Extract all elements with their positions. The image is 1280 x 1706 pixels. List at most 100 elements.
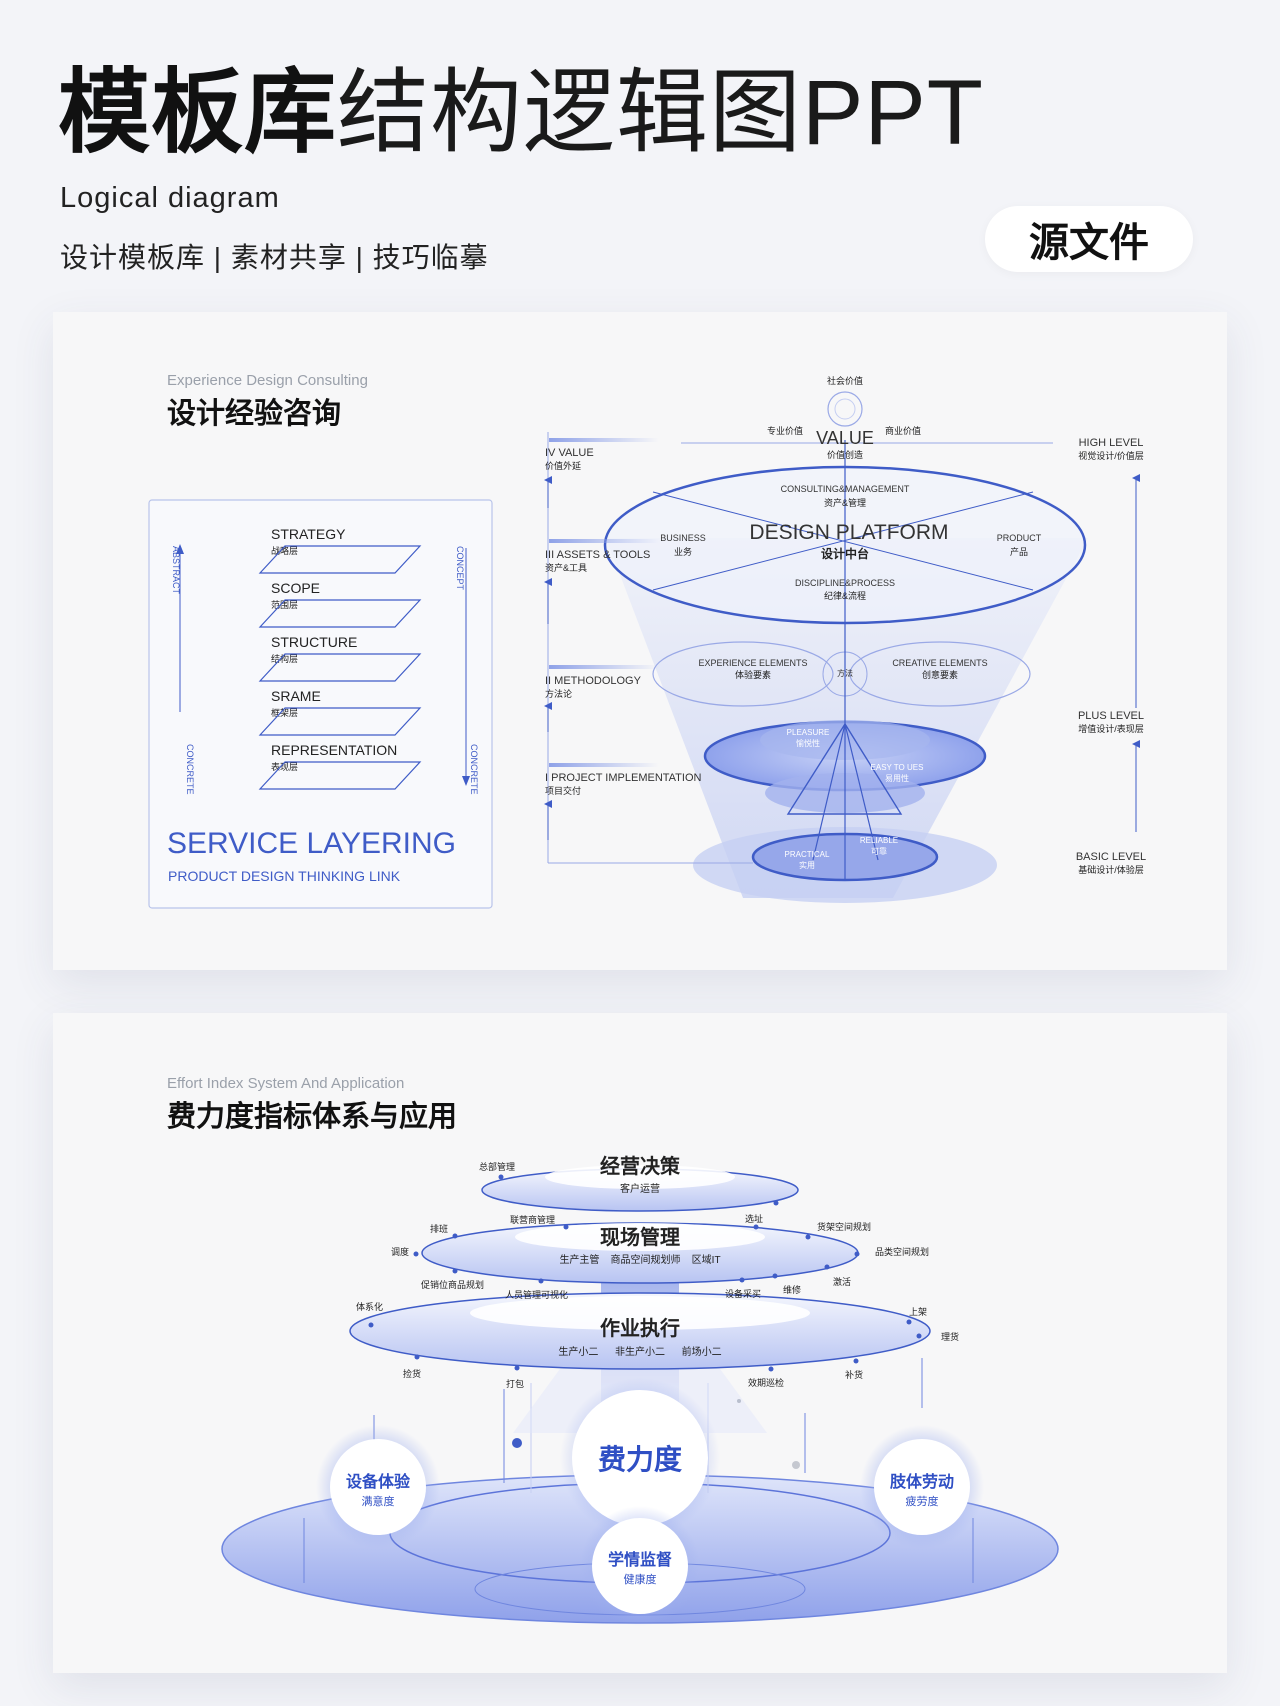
layer-representation-en: REPRESENTATION bbox=[271, 742, 397, 758]
creative-elements-en: CREATIVE ELEMENTS bbox=[892, 658, 987, 668]
layer-srame: SRAME 框架层 bbox=[258, 688, 422, 736]
t3-dot-7 bbox=[853, 1358, 859, 1364]
bubble-labor-subtitle: 疲劳度 bbox=[906, 1494, 939, 1508]
t2-dot-7 bbox=[452, 1268, 458, 1274]
t3-label-5: 打包 bbox=[506, 1378, 524, 1389]
level-i-bar bbox=[549, 763, 659, 767]
social-value-inner bbox=[834, 398, 856, 420]
pleasure-zh: 愉悦性 bbox=[796, 738, 820, 748]
bubble-device-title: 设备体验 bbox=[346, 1472, 411, 1491]
high-level-en: HIGH LEVEL bbox=[1079, 437, 1144, 449]
t1-dot-2 bbox=[773, 1200, 779, 1206]
tier-site-management: 现场管理 生产主管 商品空间规划师 区域IT 排班 联营商管理 选址 货架空间规… bbox=[391, 1213, 929, 1300]
professional-value-label: 专业价值 bbox=[767, 425, 803, 436]
plus-level-zh: 增值设计/表现层 bbox=[1078, 723, 1144, 734]
bubble-learning-subtitle: 健康度 bbox=[624, 1572, 657, 1586]
t2-dot-6 bbox=[854, 1251, 860, 1257]
axis-abstract: ABSTRACT bbox=[171, 546, 181, 595]
t2-label-6: 品类空间规划 bbox=[875, 1246, 929, 1257]
arrow-spread bbox=[513, 1313, 767, 1433]
service-layering-box: ABSTRACT CONCRETE CONCEPT CONCRETE STRAT… bbox=[148, 499, 493, 909]
t3-label-6: 效期巡检 bbox=[748, 1377, 784, 1388]
bubble-effort-circle bbox=[572, 1390, 708, 1526]
t2-label-9: 设备采买 bbox=[725, 1288, 761, 1299]
t3-label-4: 捡货 bbox=[403, 1368, 421, 1379]
easy-to-use-en: EASY TO UES bbox=[871, 763, 924, 772]
layer-structure: STRUCTURE 结构层 bbox=[258, 634, 422, 682]
layer-scope-en: SCOPE bbox=[271, 580, 320, 596]
t2-label-8: 人员管理可视化 bbox=[505, 1289, 568, 1300]
bubble-body-labor: 肢体劳动 疲劳度 bbox=[860, 1425, 984, 1549]
hero-title-bold: 模板库 bbox=[58, 62, 338, 164]
practical-en: PRACTICAL bbox=[785, 850, 830, 859]
tier-business-decision: 经营决策 客户运营 总部管理 bbox=[479, 1154, 799, 1212]
layer-structure-plane bbox=[258, 653, 422, 682]
layer-representation-zh: 表现层 bbox=[271, 761, 298, 772]
t2-label-10: 维修 bbox=[783, 1284, 801, 1295]
reliable-en: RELIABLE bbox=[860, 836, 898, 845]
abstract-arrow-head bbox=[176, 544, 184, 554]
t3-dot-5 bbox=[514, 1365, 520, 1371]
design-platform-en: DESIGN PLATFORM bbox=[749, 521, 948, 544]
t2-label-7: 促销位商品规划 bbox=[421, 1279, 484, 1290]
t2-dot-4 bbox=[805, 1234, 811, 1240]
value-zh: 价值创造 bbox=[827, 449, 863, 460]
tier-execution: 作业执行 生产小二 非生产小二 前场小二 体系化 上架 理货 捡货 打包 效期巡… bbox=[349, 1292, 959, 1389]
t2-dot-3 bbox=[753, 1224, 759, 1230]
pyramid-triangle bbox=[786, 722, 903, 815]
t2-label-5: 调度 bbox=[391, 1246, 409, 1257]
bubble-labor-circle bbox=[874, 1439, 970, 1535]
consulting-en: CONSULTING&MANAGEMENT bbox=[781, 484, 910, 494]
social-value-circle bbox=[827, 391, 863, 427]
tier-execution-subtitle: 生产小二 非生产小二 前场小二 bbox=[558, 1345, 721, 1358]
business-zh: 业务 bbox=[674, 546, 692, 557]
t3-dot-6 bbox=[768, 1366, 774, 1372]
layer-scope: SCOPE 范围层 bbox=[258, 580, 422, 628]
t3-dot-4 bbox=[414, 1354, 420, 1360]
t2-dot-10 bbox=[772, 1273, 778, 1279]
high-level-zh: 视觉设计/价值层 bbox=[1078, 450, 1144, 461]
design-platform-zh: 设计中台 bbox=[821, 546, 869, 561]
layer-scope-plane bbox=[258, 599, 422, 628]
tier-decision-highlight bbox=[545, 1165, 735, 1189]
t1-dot-1 bbox=[498, 1174, 504, 1180]
creative-elements-zh: 创意要素 bbox=[922, 669, 958, 680]
level-iii-zh: 资产&工具 bbox=[545, 562, 587, 573]
bubble-learning-title: 学情监督 bbox=[608, 1550, 672, 1569]
hero-title-light: 结构逻辑图PPT bbox=[337, 62, 984, 164]
basic-level-en: BASIC LEVEL bbox=[1076, 851, 1146, 863]
service-box-frame bbox=[148, 499, 493, 909]
practical-zh: 实用 bbox=[799, 860, 815, 870]
card2-title-en: Effort Index System And Application bbox=[167, 1075, 405, 1092]
level-i-zh: 项目交付 bbox=[545, 785, 581, 796]
funnel-diagram: 社会价值 专业价值 商业价值 VALUE 价值创造 CONSULTING&MAN… bbox=[603, 375, 1088, 903]
bubble-effort-center: 费力度 bbox=[560, 1378, 720, 1538]
layer-strategy-en: STRATEGY bbox=[271, 526, 346, 542]
layer-srame-zh: 框架层 bbox=[271, 707, 298, 718]
bubble-device-subtitle: 满意度 bbox=[362, 1494, 395, 1508]
t3-label-3: 理货 bbox=[941, 1331, 959, 1342]
axis-concrete-left: CONCRETE bbox=[185, 744, 195, 795]
platform-divider-b bbox=[652, 491, 1034, 591]
discipline-en: DISCIPLINE&PROCESS bbox=[795, 578, 895, 588]
bubble-learning-circle bbox=[592, 1518, 688, 1614]
tier-execution-highlight bbox=[470, 1296, 810, 1330]
bubble-effort-title: 费力度 bbox=[598, 1444, 682, 1475]
layer-representation-plane bbox=[258, 761, 422, 790]
t3-dot-2 bbox=[906, 1319, 912, 1325]
t2-label-11: 激活 bbox=[833, 1276, 851, 1287]
bubble-learning-supervision: 学情监督 健康度 bbox=[580, 1506, 700, 1626]
layer-strategy: STRATEGY 战略层 bbox=[258, 526, 422, 574]
card2-title-zh: 费力度指标体系与应用 bbox=[167, 1101, 458, 1133]
t2-label-4: 货架空间规划 bbox=[817, 1221, 871, 1232]
source-file-button[interactable]: 源文件 bbox=[985, 206, 1193, 272]
pleasure-en: PLEASURE bbox=[787, 728, 830, 737]
hero-title: 模板库结构逻辑图PPT bbox=[58, 58, 984, 168]
layer-scope-zh: 范围层 bbox=[271, 599, 298, 610]
tier-site-subtitle: 生产主管 商品空间规划师 区域IT bbox=[559, 1253, 720, 1266]
funnel-cone bbox=[606, 538, 1088, 898]
t3-dot-1 bbox=[368, 1322, 374, 1328]
level-iii-bar bbox=[549, 539, 659, 543]
consulting-zh: 资产&管理 bbox=[824, 497, 866, 508]
layer-strategy-plane bbox=[258, 545, 422, 574]
